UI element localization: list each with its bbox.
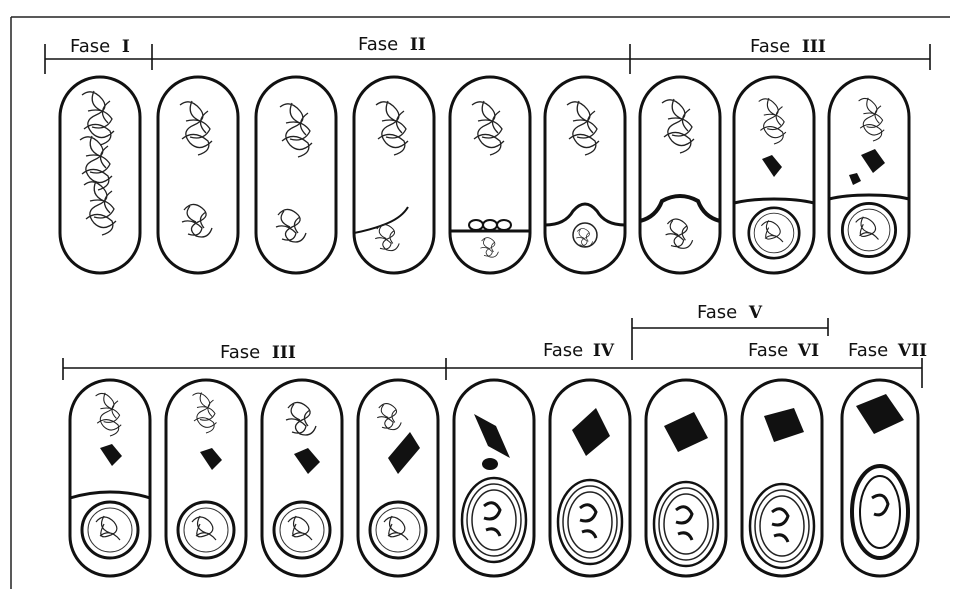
label-fase-4: Fase IV xyxy=(543,340,615,361)
cell-r1-4 xyxy=(354,77,434,273)
cell-r2-7 xyxy=(646,380,726,576)
cell-r1-1 xyxy=(60,77,140,273)
cell-r2-9 xyxy=(842,380,918,576)
label-fase-3b: Fase III xyxy=(220,342,296,363)
cell-r2-4 xyxy=(358,380,438,576)
cell-r1-8 xyxy=(734,77,814,273)
cell-r2-6 xyxy=(550,380,630,576)
cell-r1-7 xyxy=(640,77,720,273)
row1-brackets xyxy=(45,44,930,74)
cell-r2-8 xyxy=(742,380,822,576)
row2-cells xyxy=(70,380,918,576)
cell-r1-2 xyxy=(158,77,238,273)
cell-r2-1 xyxy=(70,380,150,576)
cell-r1-5 xyxy=(450,77,530,273)
cell-r1-3 xyxy=(256,77,336,273)
cell-r2-5 xyxy=(454,380,534,576)
label-fase-5: Fase V xyxy=(697,302,763,323)
cell-r2-3 xyxy=(262,380,342,576)
cell-r2-2 xyxy=(166,380,246,576)
row1-cells xyxy=(60,77,909,273)
cell-r1-9 xyxy=(829,77,909,273)
label-fase-1: Fase I xyxy=(70,36,130,57)
label-fase-2: Fase II xyxy=(358,34,426,55)
label-fase-6: Fase VI xyxy=(748,340,819,361)
cell-r1-6 xyxy=(545,77,625,273)
label-fase-3a: Fase III xyxy=(750,36,826,57)
label-fase-7: Fase VII xyxy=(848,340,927,361)
